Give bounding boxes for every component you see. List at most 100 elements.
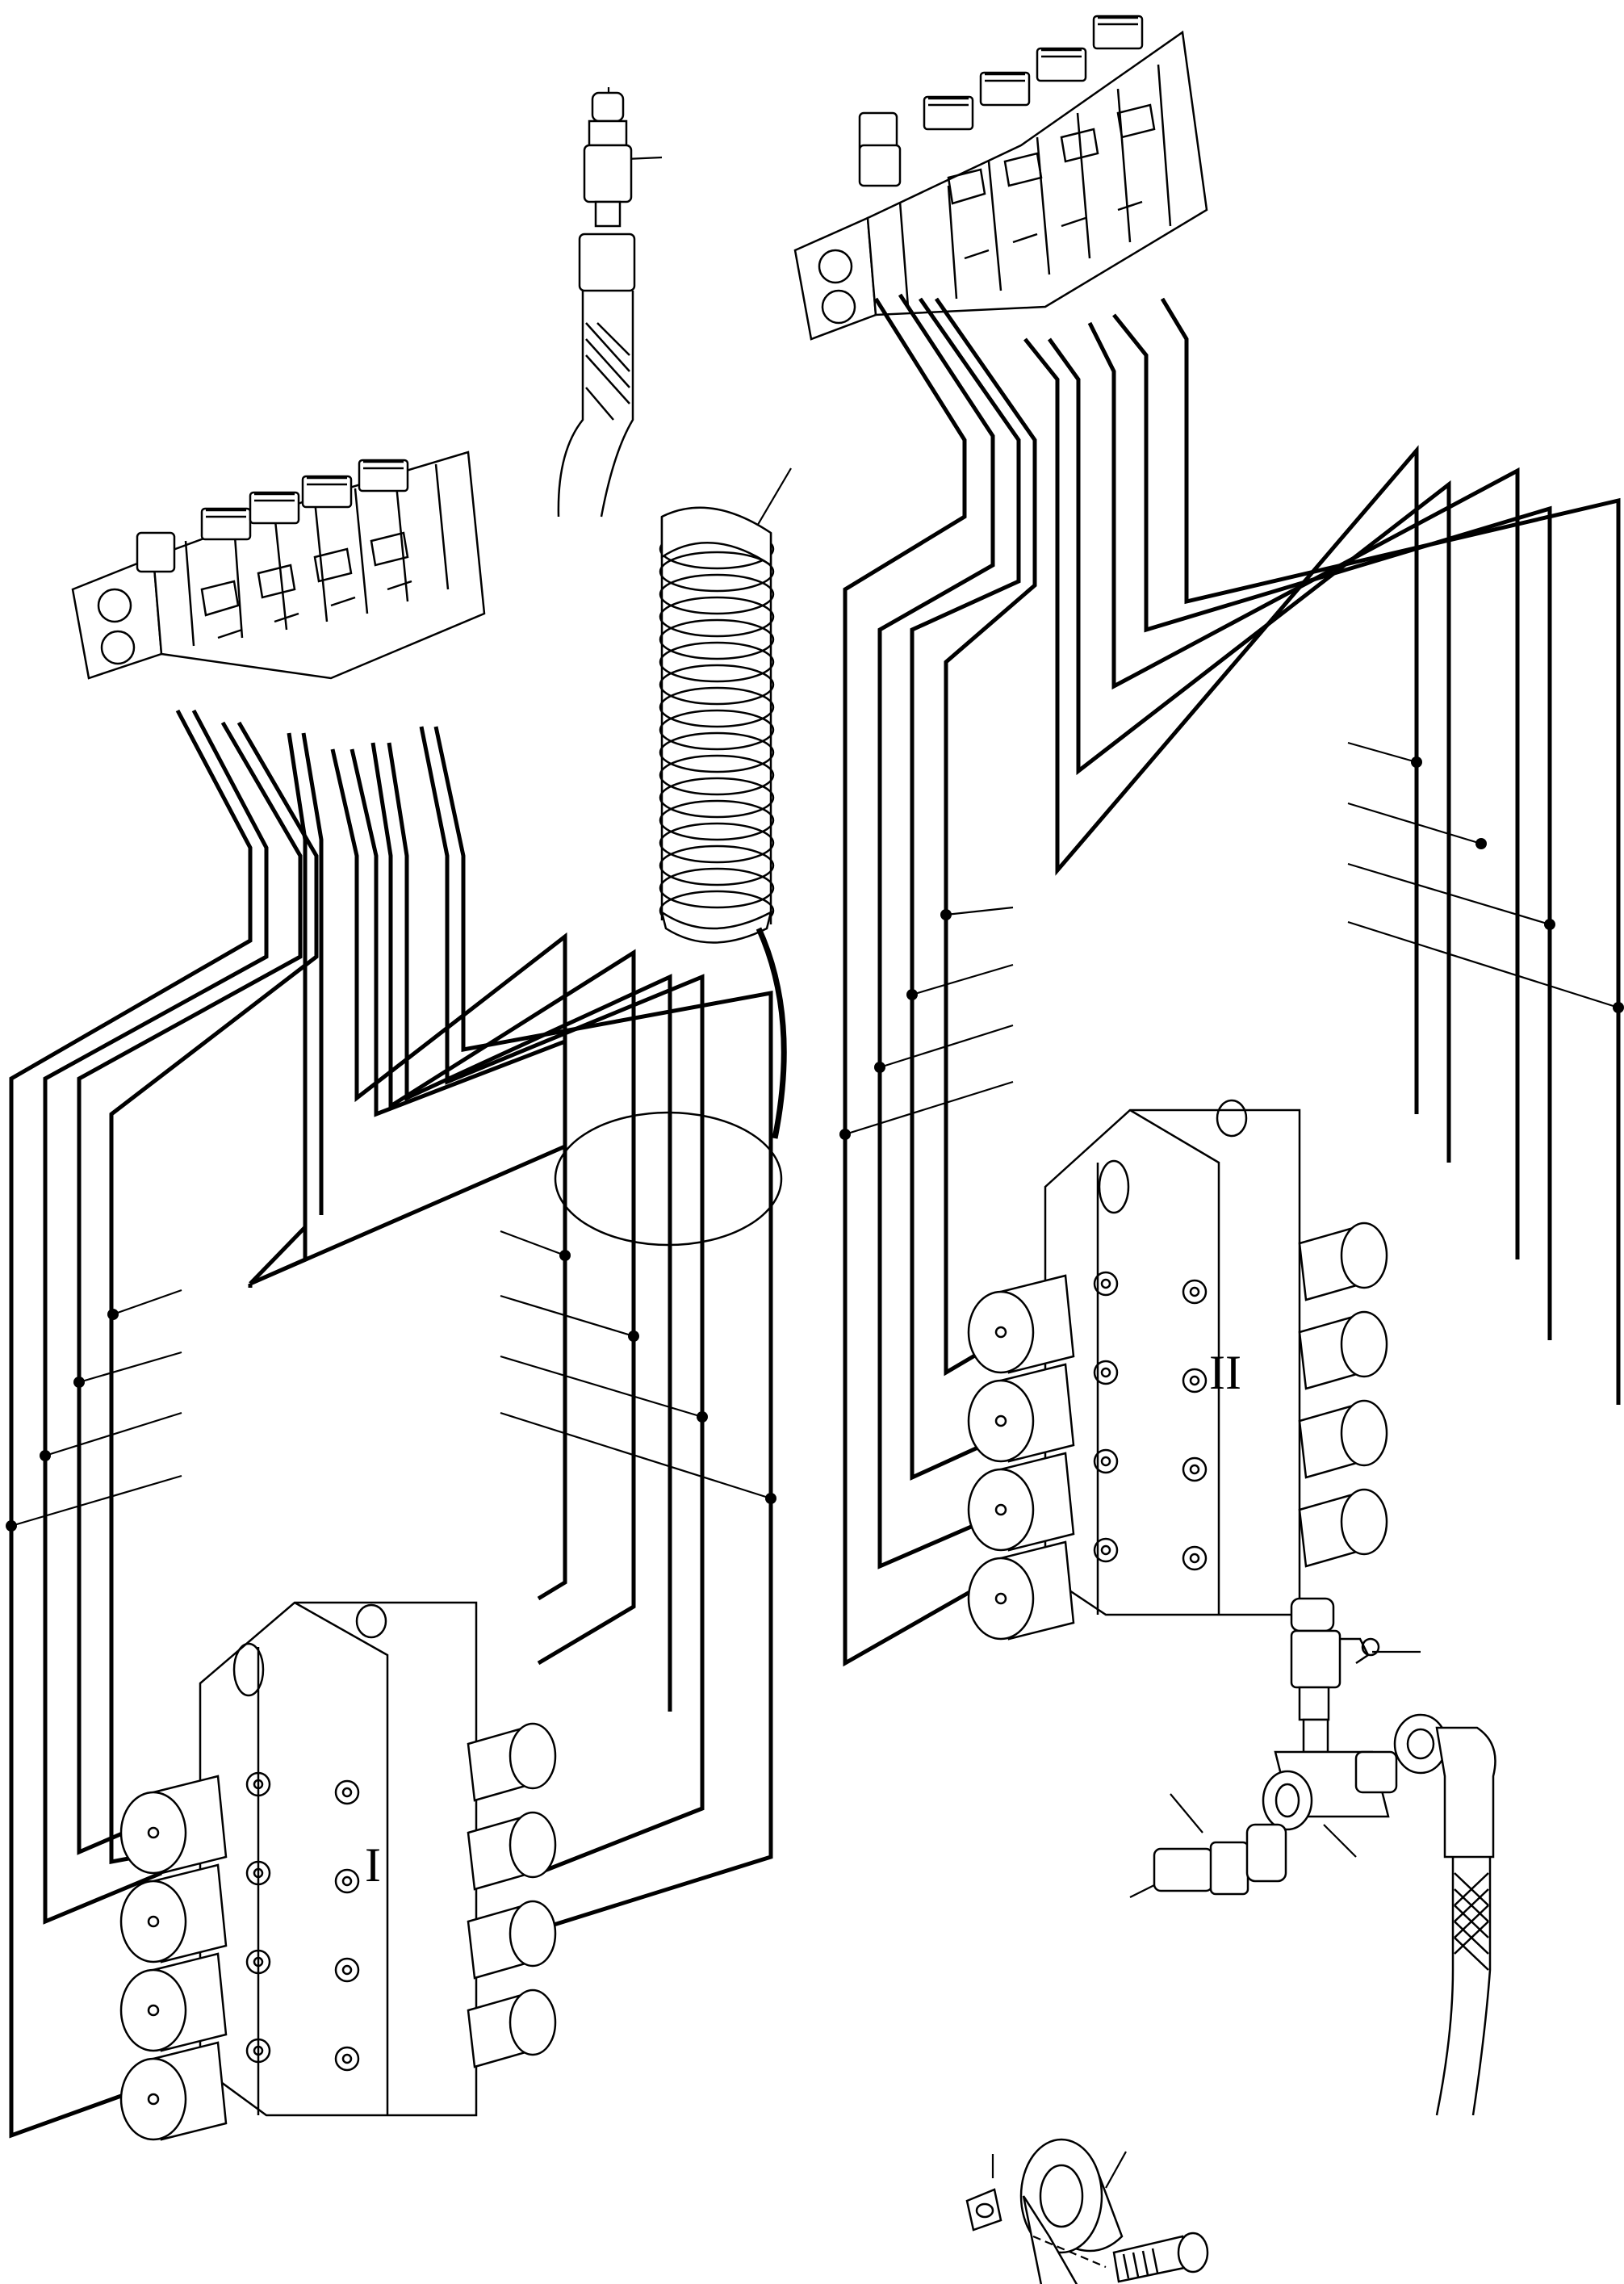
valve-bolt-hole-center [341,1964,353,1976]
leader-line [78,1351,182,1384]
valve-spool-cap [119,2057,187,2141]
valve-spool-cap [119,1880,187,1963]
top-hose-fitting [557,87,663,518]
leader-line [10,1474,182,1528]
valve-spool-cap [967,1290,1035,1374]
valve-bolt-hole-center [253,1867,264,1879]
junction-dot [697,1411,708,1423]
valve-bolt-hole [245,1949,271,1975]
valve-port-cap [509,1900,557,1968]
junction-dot [765,1493,776,1504]
valve-spool-center [994,1503,1007,1516]
junction-dot [40,1450,51,1461]
mounting-clamp [965,2138,1209,2284]
junction-dot [1544,919,1555,930]
control-valve-left: I [119,1601,557,2141]
valve-port-cap [1340,1488,1388,1556]
tee-fitting-assembly [1129,1597,1496,2116]
leader-line [500,1294,634,1338]
valve-bolt-hole [1093,1271,1119,1297]
valve-bolt-hole [334,2046,360,2072]
coil-bottom-end [660,910,772,944]
valve-port-cap [1340,1222,1388,1289]
control-valve-right: II [967,1099,1388,1641]
coil-ring [659,754,775,796]
coil-ring [659,618,775,660]
leader-line [500,1411,772,1500]
valve-bolt-hole [245,1860,271,1886]
valve-bolt-hole-center [253,2045,264,2056]
coil-ring [659,844,775,886]
valve-bolt-hole-center [341,1875,353,1887]
leader-line [44,1411,182,1457]
coil-ring [659,686,775,728]
valve-spool-center [994,1414,1007,1427]
coil-ring [659,664,775,706]
valve-spool-center [147,2093,160,2106]
junction-dot [559,1250,571,1261]
valve-label-left: I [365,1838,381,1892]
leader-line [500,1355,703,1419]
coil-ring [659,777,775,819]
coil-ring [659,709,775,751]
valve-bolt-hole [1093,1537,1119,1563]
junction-dot [906,989,918,1000]
coil-spring-guard [554,467,792,1247]
valve-bolt-hole [1093,1448,1119,1474]
valve-bolt-hole-center [341,2053,353,2064]
leader-line [500,1230,566,1257]
valve-spool-center [147,1826,160,1839]
leader-line [1347,920,1619,1009]
valve-spool-center [994,1592,1007,1605]
coil-top-end [660,506,772,568]
leader-line [911,963,1014,996]
leader-line [112,1289,182,1316]
valve-spool-cap [967,1557,1035,1641]
valve-bolt-hole-center [341,1787,353,1798]
valve-spool-cap [967,1379,1035,1463]
valve-bolt-hole [1182,1545,1208,1571]
leader-line [879,1024,1014,1069]
valve-bolt-hole-center [1100,1278,1111,1289]
wiring-left [9,709,773,2139]
valve-spool-center [994,1326,1007,1339]
valve-spool-cap [119,1968,187,2052]
coil-ring [659,573,775,615]
valve-bolt-hole-center [253,1779,264,1790]
junction-dot [1411,756,1422,768]
valve-bolt-hole [334,1957,360,1983]
coil-ring [659,731,775,773]
valve-bolt-hole-center [1100,1544,1111,1556]
leader-lines [10,741,1619,1528]
coil-ring [659,596,775,638]
valve-port-cap [1340,1310,1388,1378]
valve-bolt-hole-center [1100,1456,1111,1467]
leader-line [1347,741,1417,764]
valve-spool-cap [119,1791,187,1875]
valve-label-right: II [1209,1346,1241,1399]
valve-bolt-hole-center [1189,1375,1200,1386]
valve-bolt-hole [334,1868,360,1894]
valve-spool-center [147,1915,160,1928]
valve-bolt-hole [1182,1368,1208,1393]
leader-line [1347,862,1551,926]
junction-dot [1613,1002,1624,1013]
valve-spool-center [147,2004,160,2017]
coil-ring [659,641,775,683]
junction-dot [839,1129,851,1140]
leader-line [844,1080,1014,1136]
valve-bolt-hole-center [253,1956,264,1968]
coil-ring [659,867,775,909]
junction-dot [874,1062,885,1073]
valve-port-cap [509,1722,557,1790]
valve-bolt-hole [245,2038,271,2064]
valve-bolt-hole-center [1189,1553,1200,1564]
junction-dot [1475,838,1487,849]
leader-line [945,906,1014,916]
junction-dot [73,1377,85,1388]
leader-line [1347,802,1482,845]
valve-bolt-hole [1182,1279,1208,1305]
valve-spool-cap [967,1468,1035,1552]
junction-dot [628,1331,639,1342]
